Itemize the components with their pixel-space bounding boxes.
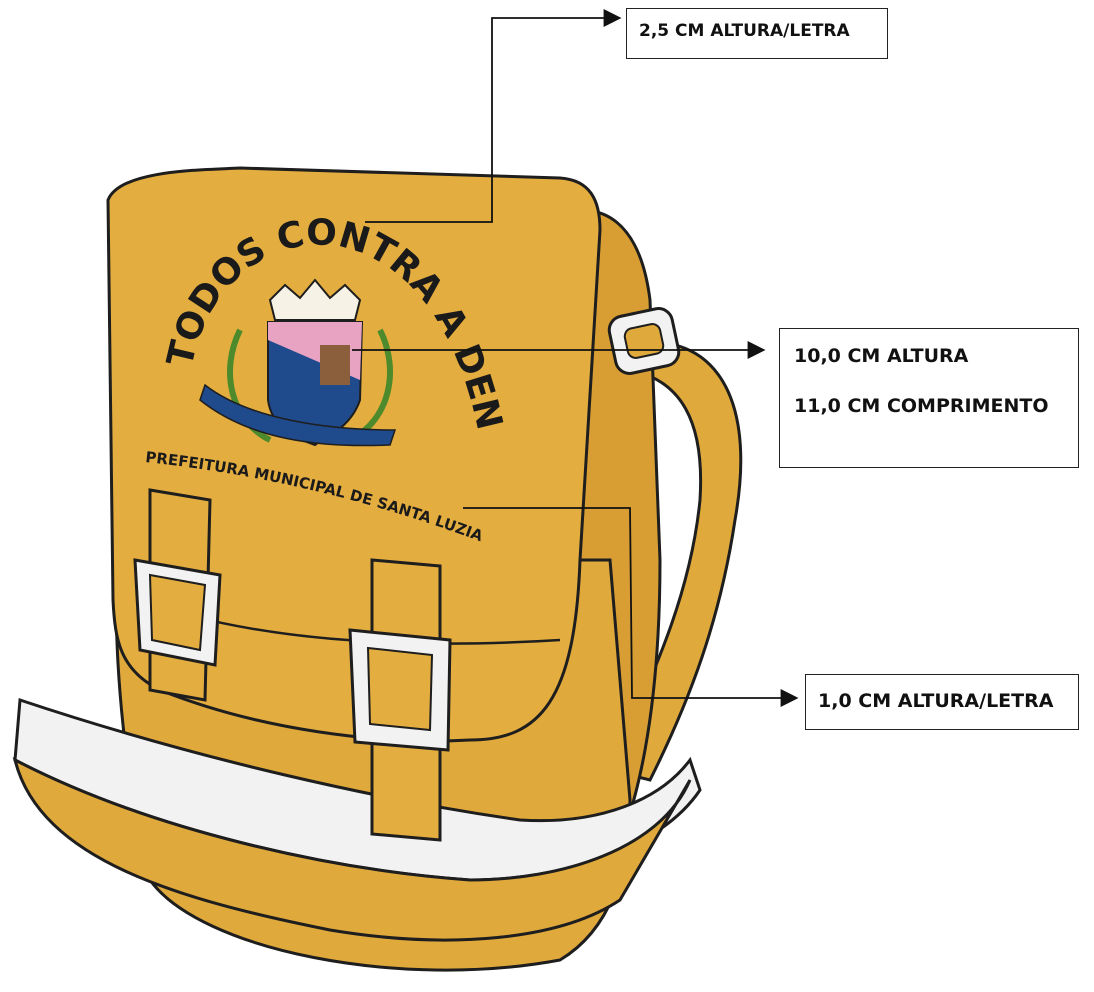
buckle-icon — [348, 558, 452, 842]
buckle-icon — [607, 307, 681, 375]
callout-mid-length: 11,0 CM COMPRIMENTO — [794, 395, 1049, 417]
coat-of-arms-icon — [199, 278, 397, 447]
callout-mid-height: 10,0 CM ALTURA — [794, 345, 969, 367]
leader-line-top — [365, 9, 622, 223]
strap-back — [607, 340, 743, 782]
callout-emblem-size: 10,0 CM ALTURA 11,0 CM COMPRIMENTO — [779, 328, 1079, 468]
callout-letter-height-slogan: 2,5 CM ALTURA/LETRA — [626, 8, 888, 59]
strap-lower — [12, 757, 692, 942]
callout-bottom-text: 1,0 CM ALTURA/LETRA — [818, 690, 1054, 712]
callout-top-text: 2,5 CM ALTURA/LETRA — [639, 21, 850, 41]
leader-line-bottom — [463, 507, 799, 707]
buckle-icon — [133, 488, 222, 702]
callout-letter-height-institution: 1,0 CM ALTURA/LETRA — [805, 674, 1079, 730]
